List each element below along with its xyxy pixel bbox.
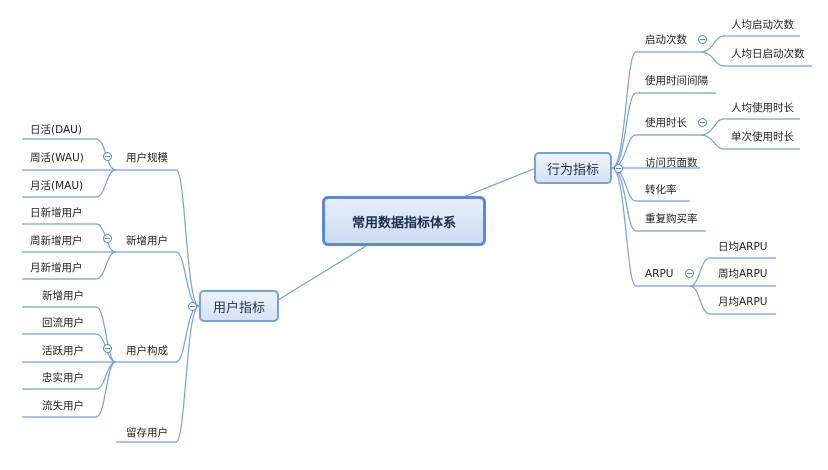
collapse-icon[interactable]: [698, 118, 707, 127]
collapse-icon[interactable]: [103, 152, 112, 161]
launch-count-node[interactable]: 启动次数: [645, 34, 687, 46]
leaf-node[interactable]: 月活(MAU): [30, 180, 84, 192]
leaf-node[interactable]: 月均ARPU: [718, 296, 768, 308]
leaf-node[interactable]: 日新增用户: [30, 207, 83, 219]
leaf-node[interactable]: 日活(DAU): [30, 124, 82, 136]
user-composition-node[interactable]: 用户构成: [126, 345, 168, 357]
collapse-icon[interactable]: [103, 344, 112, 353]
usage-duration-node[interactable]: 使用时长: [645, 117, 687, 129]
leaf-node[interactable]: 人均启动次数: [731, 19, 794, 31]
leaf-node[interactable]: 回流用户: [42, 317, 84, 329]
leaf-node[interactable]: 人均使用时长: [731, 102, 794, 114]
collapse-icon[interactable]: [188, 302, 197, 311]
leaf-node[interactable]: 人均日启动次数: [731, 48, 805, 60]
root-topic[interactable]: 常用数据指标体系: [322, 196, 486, 246]
leaf-node[interactable]: 月新增用户: [30, 262, 83, 274]
conversion-rate-node[interactable]: 转化率: [645, 184, 677, 196]
leaf-node[interactable]: 新增用户: [42, 290, 84, 302]
leaf-node[interactable]: 周活(WAU): [30, 152, 84, 164]
collapse-icon[interactable]: [698, 35, 707, 44]
retained-users-node[interactable]: 留存用户: [126, 427, 168, 439]
leaf-node[interactable]: 流失用户: [42, 400, 84, 412]
leaf-node[interactable]: 周新增用户: [30, 235, 83, 247]
leaf-node[interactable]: 单次使用时长: [731, 131, 794, 143]
leaf-node[interactable]: 日均ARPU: [718, 241, 768, 253]
collapse-icon[interactable]: [614, 164, 623, 173]
user-scale-node[interactable]: 用户规模: [126, 152, 168, 164]
leaf-node[interactable]: 忠实用户: [42, 372, 84, 384]
leaf-node[interactable]: 周均ARPU: [718, 268, 768, 280]
leaf-node[interactable]: 活跃用户: [42, 345, 84, 357]
collapse-icon[interactable]: [103, 234, 112, 243]
collapse-icon[interactable]: [685, 269, 694, 278]
new-users-node[interactable]: 新增用户: [126, 235, 168, 247]
arpu-node[interactable]: ARPU: [645, 268, 674, 280]
behavior-indicators-topic[interactable]: 行为指标: [534, 152, 612, 184]
user-indicators-topic[interactable]: 用户指标: [199, 290, 279, 322]
pages-visited-node[interactable]: 访问页面数: [645, 157, 698, 169]
repurchase-rate-node[interactable]: 重复购买率: [645, 213, 698, 225]
usage-interval-node[interactable]: 使用时间间隔: [645, 75, 708, 87]
